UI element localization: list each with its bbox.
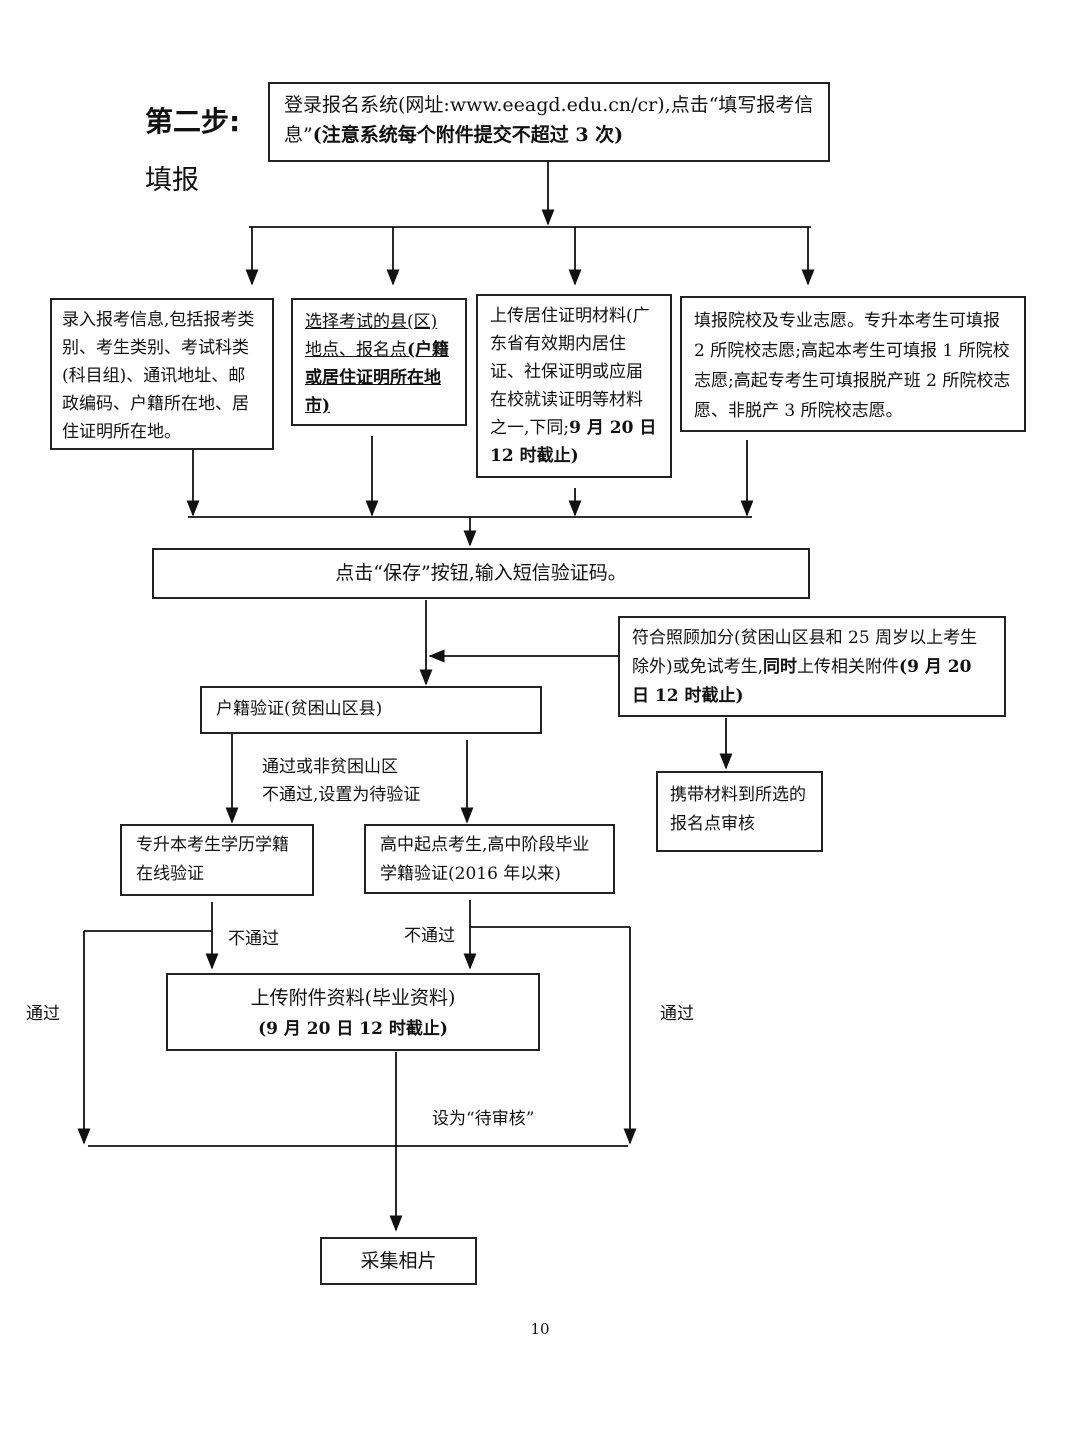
hukou-box: 户籍验证(贫困山区县) bbox=[200, 686, 542, 734]
photo-text: 采集相片 bbox=[360, 1250, 437, 1272]
zsb-box: 专升本考生学历学籍在线验证 bbox=[120, 824, 314, 896]
label-pass-left: 通过 bbox=[26, 1004, 60, 1024]
residence-note: 9 月 20 日 12 时截止) bbox=[490, 418, 657, 466]
bonus-text2: 上传相关附件 bbox=[797, 657, 900, 677]
info-text: 录入报考信息,包括报考类别、考生类别、考试科类(科目组)、通讯地址、邮政编码、户… bbox=[62, 310, 255, 442]
login-text: 登录报名系统(网址:www.eeagd.edu.cn/cr),点击“填写报考信息… bbox=[284, 94, 814, 146]
label-fail-left: 不通过 bbox=[228, 929, 279, 949]
save-text: 点击“保存”按钮,输入短信验证码。 bbox=[335, 562, 627, 584]
label-pass-or-non: 通过或非贫困山区 bbox=[262, 757, 398, 777]
bring-text: 携带材料到所选的报名点审核 bbox=[670, 785, 806, 834]
upload-deadline: (9 月 20 日 12 时截止) bbox=[258, 1019, 448, 1039]
county-box: 选择考试的县(区)地点、报名点(户籍或居住证明所在地市) bbox=[291, 298, 467, 426]
bonus-same: 同时 bbox=[763, 657, 798, 677]
gz-box: 高中起点考生,高中阶段毕业学籍验证(2016 年以来) bbox=[364, 824, 615, 894]
county-note: (户籍或居住证明所在地市) bbox=[305, 340, 450, 416]
bonus-text: 符合照顾加分(贫困山区县和 25 周岁以上考生除外)或免试考生, bbox=[632, 628, 978, 677]
label-fail-pending: 不通过,设置为待验证 bbox=[262, 785, 421, 805]
upload-text: 上传附件资料(毕业资料) bbox=[250, 987, 456, 1009]
residence-box: 上传居住证明材料(广东省有效期内居住证、社保证明或应届在校就读证明等材料之一,下… bbox=[476, 294, 672, 478]
residence-text: 上传居住证明材料(广东省有效期内居住证、社保证明或应届在校就读证明等材料之一,下… bbox=[490, 306, 650, 438]
info-box: 录入报考信息,包括报考类别、考生类别、考试科类(科目组)、通讯地址、邮政编码、户… bbox=[50, 298, 274, 450]
label-fail-right: 不通过 bbox=[404, 926, 455, 946]
login-note: (注意系统每个附件提交不超过 3 次) bbox=[312, 124, 624, 146]
save-box: 点击“保存”按钮,输入短信验证码。 bbox=[152, 548, 810, 599]
school-text: 填报院校及专业志愿。专升本考生可填报 2 所院校志愿;高起本考生可填报 1 所院… bbox=[694, 311, 1011, 421]
zsb-text: 专升本考生学历学籍在线验证 bbox=[136, 835, 289, 884]
page-number: 10 bbox=[530, 1320, 550, 1338]
bring-box: 携带材料到所选的报名点审核 bbox=[656, 771, 823, 852]
label-set-pending: 设为“待审核” bbox=[432, 1109, 535, 1129]
step-title: 第二步: bbox=[145, 105, 241, 138]
login-box: 登录报名系统(网址:www.eeagd.edu.cn/cr),点击“填写报考信息… bbox=[268, 82, 830, 162]
photo-box: 采集相片 bbox=[320, 1237, 477, 1285]
gz-text: 高中起点考生,高中阶段毕业学籍验证(2016 年以来) bbox=[380, 835, 590, 884]
upload-box: 上传附件资料(毕业资料) (9 月 20 日 12 时截止) bbox=[166, 973, 540, 1051]
school-box: 填报院校及专业志愿。专升本考生可填报 2 所院校志愿;高起本考生可填报 1 所院… bbox=[680, 296, 1026, 432]
label-pass-right: 通过 bbox=[660, 1004, 694, 1024]
bonus-box: 符合照顾加分(贫困山区县和 25 周岁以上考生除外)或免试考生,同时上传相关附件… bbox=[618, 616, 1006, 717]
bonus-deadline: (9 月 20 日 12 时截止) bbox=[632, 657, 972, 706]
step-subtitle: 填报 bbox=[145, 165, 199, 196]
hukou-text: 户籍验证(贫困山区县) bbox=[216, 699, 383, 719]
county-text: 选择考试的县(区)地点、报名点 bbox=[305, 312, 438, 360]
